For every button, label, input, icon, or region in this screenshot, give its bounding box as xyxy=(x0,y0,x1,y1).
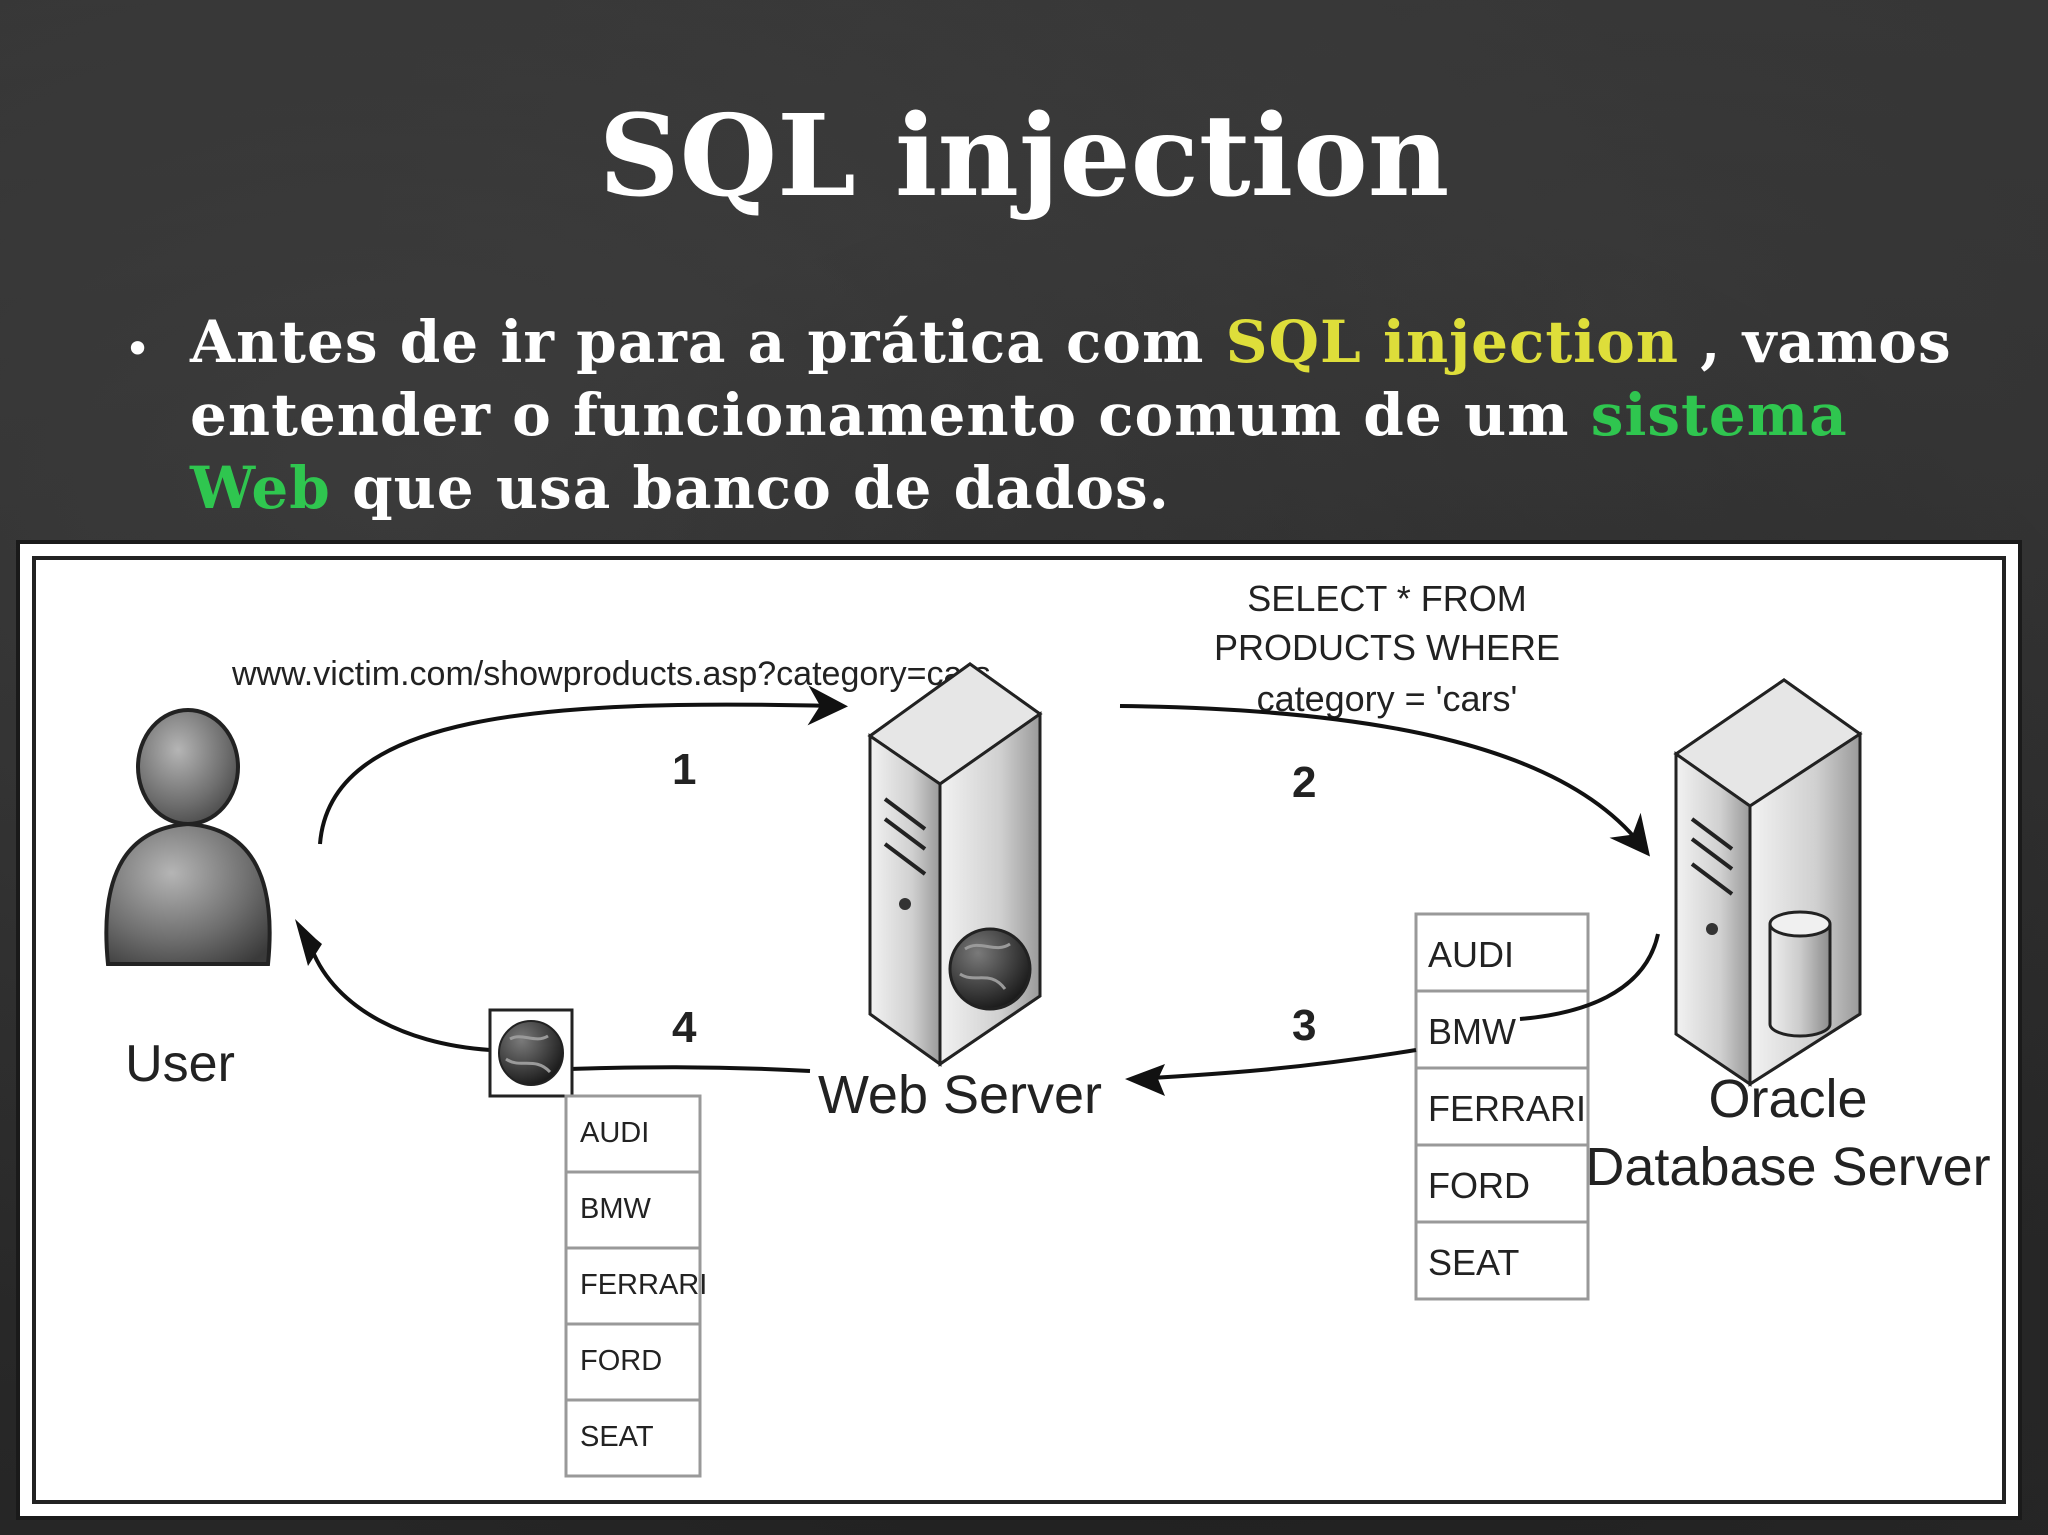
user-icon xyxy=(104,708,272,966)
arrow-request xyxy=(318,685,848,845)
highlight-sql-injection: SQL injection xyxy=(1225,308,1680,376)
diagram-svg: User www.victim.com/showproducts.asp?cat… xyxy=(104,578,1991,1478)
query-line-2: PRODUCTS WHERE xyxy=(1214,627,1560,668)
arrow-db-response xyxy=(1134,933,1660,1081)
step-3-label: 3 xyxy=(1292,1001,1316,1050)
arrow-query xyxy=(1119,704,1651,857)
diagram-frame: User www.victim.com/showproducts.asp?cat… xyxy=(16,540,2022,1520)
bullet-text: Antes de ir para a prática com SQL injec… xyxy=(190,306,1970,525)
user-label: User xyxy=(125,1035,235,1093)
db-result-row: BMW xyxy=(1428,1011,1516,1052)
web-server-label: Web Server xyxy=(818,1065,1102,1125)
db-result-row: FORD xyxy=(1428,1165,1530,1206)
bullet-marker: • xyxy=(124,322,152,376)
bullet-text-part3: que usa banco de dados. xyxy=(330,454,1170,522)
highlight-sistema-web: sistema Web xyxy=(190,381,1848,522)
step-2-label: 2 xyxy=(1292,758,1316,807)
user-result-row: FERRARI xyxy=(580,1269,707,1301)
user-result-row: FORD xyxy=(580,1345,662,1377)
user-results-table xyxy=(564,1094,702,1478)
slide-title: SQL injection xyxy=(598,91,1450,222)
query-line-3: category = 'cars' xyxy=(1257,678,1518,719)
user-result-row: AUDI xyxy=(580,1117,649,1149)
arrow-db-response-head xyxy=(1125,1064,1165,1096)
step-1-label: 1 xyxy=(672,745,696,794)
user-result-row: SEAT xyxy=(580,1421,654,1453)
step-4-label: 4 xyxy=(672,1003,697,1052)
database-cylinder-icon xyxy=(1768,910,1832,1038)
user-result-row: BMW xyxy=(580,1193,652,1225)
web-server-icon xyxy=(867,662,1043,1067)
url-label: www.victim.com/showproducts.asp?category… xyxy=(231,655,991,693)
db-result-row: FERRARI xyxy=(1428,1088,1586,1129)
db-results-table xyxy=(1414,912,1590,1301)
bullet-text-part2: , vamos entender o funcionamento comum d… xyxy=(190,308,1952,449)
db-server-label-line2: Database Server xyxy=(1585,1137,1990,1197)
db-server-label-line1: Oracle xyxy=(1708,1069,1867,1129)
arrow-web-response xyxy=(308,943,811,1073)
database-server-icon xyxy=(1673,678,1863,1087)
query-line-1: SELECT * FROM xyxy=(1247,578,1526,619)
web-page-globe-icon xyxy=(488,1008,574,1098)
web-server-globe-icon xyxy=(948,927,1032,1011)
diagram-inner-border xyxy=(32,556,2006,1504)
db-result-row: SEAT xyxy=(1428,1242,1519,1283)
arrow-web-response-head xyxy=(295,919,322,966)
db-result-row: AUDI xyxy=(1428,934,1514,975)
bullet-text-part1: Antes de ir para a prática com xyxy=(190,308,1226,376)
